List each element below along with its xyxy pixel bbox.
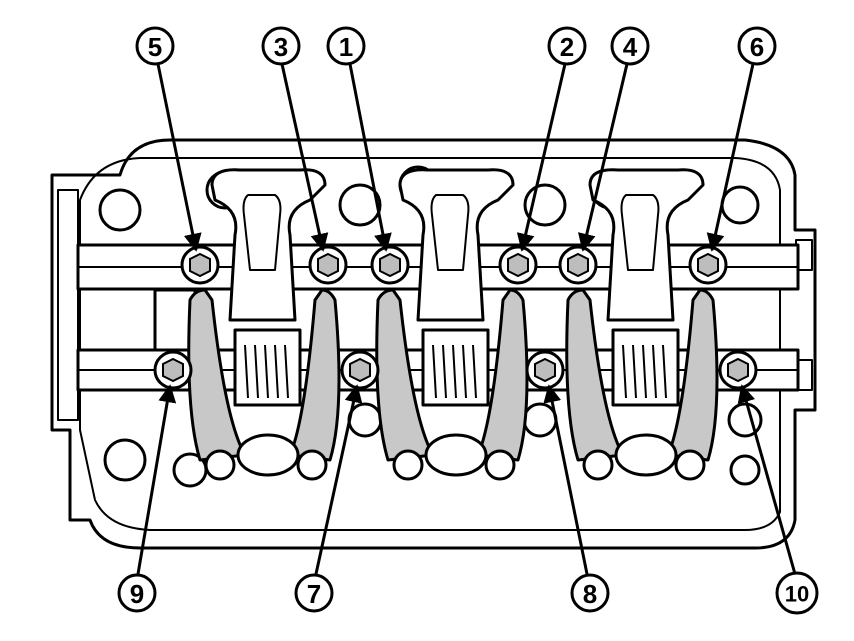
svg-text:3: 3 [274,32,288,62]
callout-5: 5 [135,26,175,66]
svg-text:9: 9 [130,579,144,609]
callout-1: 1 [326,26,366,66]
svg-text:2: 2 [560,32,574,62]
callout-8: 8 [570,573,610,613]
bolt-1 [370,245,410,285]
bolt-6 [688,245,728,285]
svg-text:1: 1 [339,32,353,62]
bolt-8 [525,350,565,390]
rocker-arm-3 [565,168,719,481]
svg-text:8: 8 [583,579,597,609]
svg-text:10: 10 [785,582,809,607]
callout-7: 7 [294,573,334,613]
bolt-5 [180,245,220,285]
svg-text:4: 4 [623,32,638,62]
rocker-arm-1 [187,168,341,481]
callout-4: 4 [610,26,650,66]
bolt-3 [308,245,348,285]
leader-lines [136,63,797,575]
callout-9: 9 [117,573,157,613]
bolt-10 [718,350,758,390]
callout-2: 2 [547,26,587,66]
bolt-7 [340,350,380,390]
svg-text:5: 5 [148,32,162,62]
callout-3: 3 [261,26,301,66]
bolts [153,245,758,390]
svg-text:6: 6 [750,32,764,62]
callouts: 5 3 1 2 4 6 9 7 8 10 [117,26,819,615]
callout-6: 6 [737,26,777,66]
bolt-2 [498,245,538,285]
callout-10: 10 [775,571,819,615]
bolt-4 [558,245,598,285]
svg-text:7: 7 [307,579,321,609]
rocker-arm-2 [375,168,529,481]
bolt-9 [153,350,193,390]
